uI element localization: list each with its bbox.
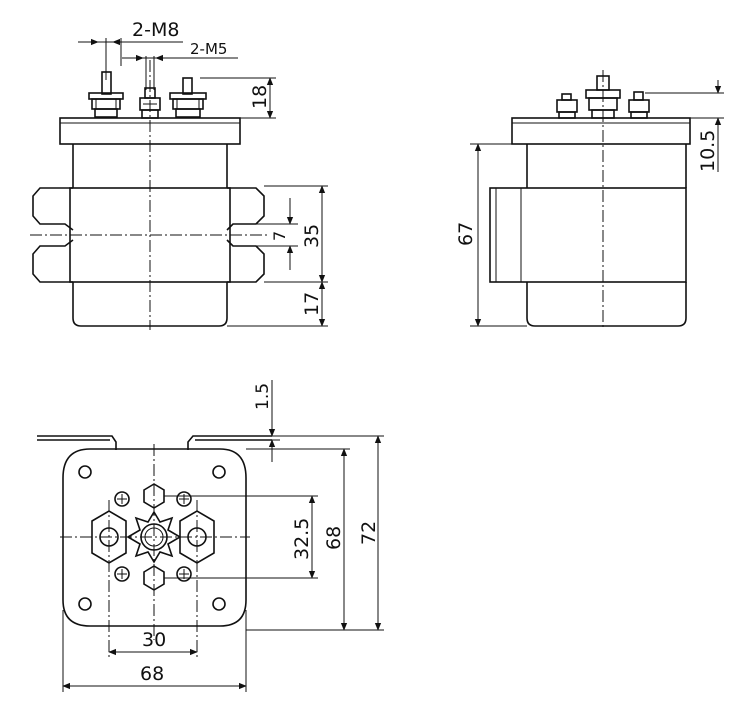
screw-bl [114, 566, 130, 582]
mount-hole-tr [212, 465, 226, 479]
terminal-stud-right [169, 77, 207, 118]
stud-spacing-vertical-label: 32.5 [291, 518, 313, 560]
body-height-bottom-label: 68 [323, 526, 345, 550]
front-view-dimensions: 2-M8 2-M5 18 35 7 17 [78, 19, 328, 327]
mount-hole-tl [78, 465, 92, 479]
terminal-stud-left [88, 71, 124, 118]
stud-spacing-horizontal-label: 30 [142, 629, 166, 651]
thread-m5-label: 2-M5 [190, 40, 227, 58]
side-body-band [489, 187, 687, 283]
mount-hole-bl [78, 597, 92, 611]
thread-m8-label: 2-M8 [132, 19, 179, 41]
side-view-dimensions: 67 10.5 [455, 80, 724, 327]
bracket-thickness-label: 1.5 [253, 383, 273, 410]
screw-tr [176, 491, 192, 507]
bracket-ear-right [226, 187, 265, 231]
stud-height-label: 18 [249, 85, 271, 109]
overall-height-bottom-label: 72 [358, 521, 380, 545]
side-coil-terminal-right [628, 91, 650, 119]
bracket-right [187, 435, 272, 450]
bottom-view-dimensions: 1.5 32.5 68 72 30 68 [62, 380, 384, 692]
side-coil-terminal-left [556, 93, 578, 119]
body-height-label: 35 [301, 224, 323, 248]
overall-width-label: 68 [140, 663, 164, 685]
side-body-lower [526, 282, 687, 327]
base-plate [62, 448, 247, 627]
mount-hole-br [212, 597, 226, 611]
flange-height-label: 10.5 [697, 130, 719, 172]
side-header-plate [511, 117, 691, 145]
bottom-height-label: 17 [301, 292, 323, 316]
side-view [489, 70, 691, 330]
front-view [30, 60, 270, 330]
screw-tl [114, 491, 130, 507]
screw-br [176, 566, 192, 582]
bracket-left [37, 435, 117, 450]
bracket-ear-left [32, 187, 74, 231]
overall-height-label: 67 [455, 222, 477, 246]
bottom-view [37, 435, 272, 660]
slot-width-label: 7 [270, 231, 289, 241]
